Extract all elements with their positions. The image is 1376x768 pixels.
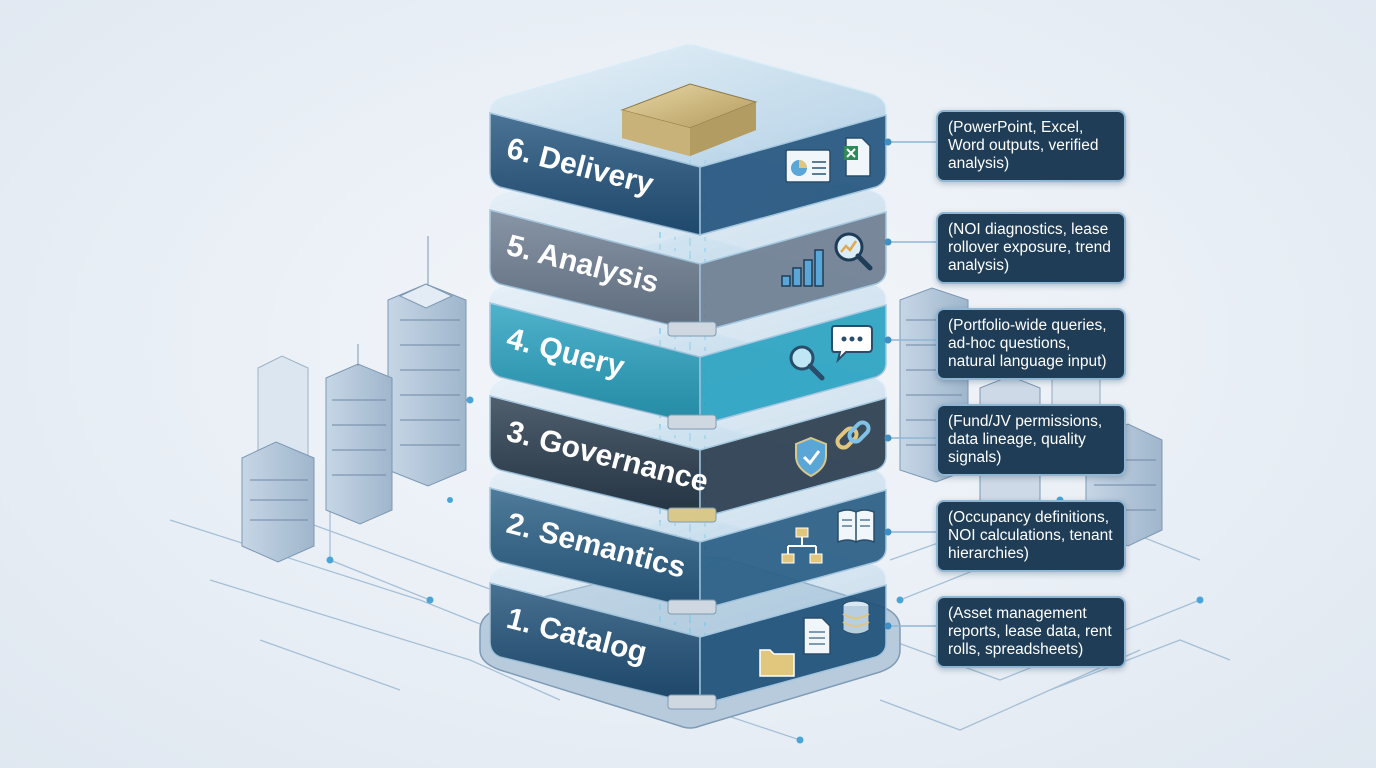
layer-connector xyxy=(667,694,717,710)
book-icon xyxy=(837,509,875,544)
callout-anchor-dot xyxy=(884,138,892,146)
excel-file-icon xyxy=(844,137,871,177)
layer-connector xyxy=(667,507,717,523)
callout-anchor-dot xyxy=(884,528,892,536)
layer-1-description: (Asset management reports, lease data, r… xyxy=(936,596,1126,668)
layer-2-description: (Occupancy definitions, NOI calculations… xyxy=(936,500,1126,572)
folder-icon xyxy=(759,649,795,677)
layer-connector xyxy=(667,599,717,615)
layer-4-description: (Portfolio-wide queries, ad-hoc question… xyxy=(936,308,1126,380)
callout-anchor-dot xyxy=(884,238,892,246)
database-icon xyxy=(842,600,870,635)
city-buildings-left xyxy=(241,236,467,563)
presentation-icon xyxy=(785,149,831,183)
document-icon xyxy=(803,617,831,655)
layer-right-face xyxy=(699,584,887,706)
layer-connector xyxy=(667,321,717,337)
callout-anchor-dot xyxy=(884,622,892,630)
hierarchy-icon xyxy=(781,527,823,564)
chat-bubble-icon xyxy=(831,325,873,364)
shield-check-icon xyxy=(795,436,827,478)
callout-anchor-dot xyxy=(884,434,892,442)
layer-6-description: (PowerPoint, Excel, Word outputs, verifi… xyxy=(936,110,1126,182)
gold-chip xyxy=(620,83,758,156)
bar-chart-icon xyxy=(781,249,824,287)
magnifier-icon xyxy=(789,345,825,381)
callout-anchor-dot xyxy=(884,336,892,344)
magnifier-chart-icon xyxy=(834,232,873,271)
layer-connector xyxy=(667,414,717,430)
chain-link-icon xyxy=(835,420,871,450)
layer-3-description: (Fund/JV permissions, data lineage, qual… xyxy=(936,404,1126,476)
layer-right-face xyxy=(699,397,887,519)
layer-5-description: (NOI diagnostics, lease rollover exposur… xyxy=(936,212,1126,284)
